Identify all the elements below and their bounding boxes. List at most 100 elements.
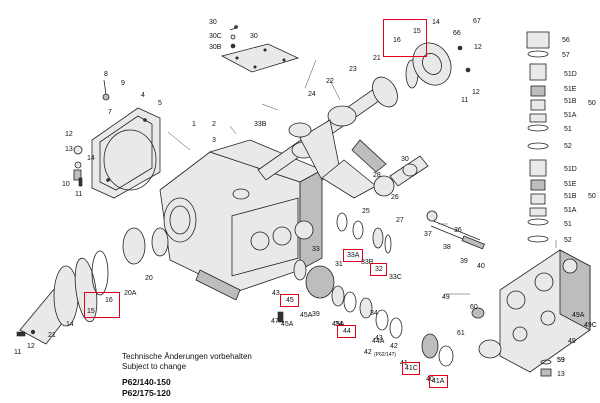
part-label: 51B — [564, 98, 577, 105]
part-label: 7 — [108, 109, 112, 116]
part-label: 11 — [461, 97, 469, 104]
part-label: 1 — [192, 121, 196, 128]
part-label: 60 — [470, 304, 478, 311]
highlight-box-33a: 33A — [343, 249, 363, 262]
notes-changes-en: Subject to change — [122, 362, 187, 371]
part-label: 12 — [474, 44, 482, 51]
part-label: 33B — [254, 121, 267, 128]
part-label: 30 — [209, 19, 217, 26]
part-label: 59 — [557, 357, 565, 364]
part-label: 67 — [473, 18, 481, 25]
part-label: 51 — [564, 126, 572, 133]
part-label: 12 — [472, 89, 480, 96]
part-label: 49C — [584, 322, 597, 329]
part-label: 45A — [300, 312, 313, 319]
part-label: 45A — [281, 321, 294, 328]
part-label: 56 — [562, 37, 570, 44]
part-label: 27 — [396, 217, 404, 224]
part-label: 3 — [212, 137, 216, 144]
part-label: 20A — [124, 290, 137, 297]
part-label: 14 — [66, 321, 74, 328]
part-label: 50 — [588, 100, 596, 107]
part-label: 2 — [212, 121, 216, 128]
part-label: 51B — [564, 193, 577, 200]
highlight-label-44: 44 — [343, 328, 351, 335]
highlight-label-15: 15 — [87, 308, 95, 315]
highlight-label-15: 15 — [413, 28, 421, 35]
highlight-box-15-16-bottom: 16 15 — [84, 292, 120, 318]
part-label: 12 — [27, 343, 35, 350]
part-label: 30 — [401, 156, 409, 163]
part-label: 26 — [391, 194, 399, 201]
highlight-label-32: 32 — [375, 266, 383, 273]
part-label: 51E — [564, 181, 577, 188]
part-label: 30 — [250, 33, 258, 40]
part-label: 12 — [65, 131, 73, 138]
part-label: 42 — [364, 349, 372, 356]
notes-changes-de: Technische Änderungen vorbehalten — [122, 352, 252, 361]
oil-cover — [91, 107, 161, 199]
part-label: 40 — [477, 263, 485, 270]
part-label: 30C — [209, 33, 222, 40]
part-label: 42 — [390, 343, 398, 350]
part-label: 23 — [349, 66, 357, 73]
part-label: 33C — [389, 274, 402, 281]
part-label: 57 — [562, 52, 570, 59]
highlight-box-41c: 41C — [402, 362, 420, 375]
part-label: 20 — [145, 275, 153, 282]
part-label: 39 — [312, 311, 320, 318]
part-label: 34 — [370, 310, 378, 317]
part-label: 47 — [271, 318, 279, 325]
part-label: 31 — [335, 261, 343, 268]
part-label: 21 — [48, 332, 56, 339]
part-label: 43 — [375, 335, 383, 342]
part-label: 43 — [272, 290, 280, 297]
part-label: 9 — [121, 80, 125, 87]
cover-plate-30 — [220, 43, 300, 73]
highlight-label-41a: 41A — [432, 378, 445, 385]
highlight-box-45: 45 — [280, 294, 299, 307]
part-label: 8 — [104, 71, 108, 78]
part-label: 13 — [65, 146, 73, 153]
part-label: 21 — [373, 55, 381, 62]
model-number: P62/175-120 — [122, 388, 171, 398]
part-label: 25 — [362, 208, 370, 215]
part-label: 28 — [373, 172, 381, 179]
part-label: 41 — [400, 360, 408, 367]
part-label: 33 — [312, 246, 320, 253]
sub-note-45a: (P62/14?) — [374, 352, 396, 358]
part-label: 61 — [457, 330, 465, 337]
part-label: 59 — [557, 357, 565, 364]
part-label: 13 — [557, 371, 565, 378]
part-label: 33B — [361, 259, 374, 266]
part-label: 49A — [572, 312, 585, 319]
part-label: 38 — [443, 244, 451, 251]
part-label: 49 — [442, 294, 450, 301]
highlight-label-16: 16 — [105, 297, 113, 304]
part-label: 11 — [14, 349, 22, 356]
highlight-box-41a: 41A — [429, 375, 448, 388]
part-label: 45A — [332, 321, 345, 328]
valve-stack — [526, 31, 550, 49]
part-label: 50 — [588, 193, 596, 200]
part-label: 34 — [335, 321, 343, 328]
part-label: 51D — [564, 166, 577, 173]
part-label: 52 — [564, 237, 572, 244]
model-number: P62/140-150 — [122, 377, 171, 387]
part-label: 51A — [564, 112, 577, 119]
part-label: 44A — [372, 338, 385, 345]
part-label: 51 — [564, 221, 572, 228]
part-label: 14 — [432, 19, 440, 26]
part-label: 24 — [308, 91, 316, 98]
part-label: 5 — [158, 100, 162, 107]
part-label: 51A — [564, 207, 577, 214]
part-label: 36 — [454, 227, 462, 234]
part-label: 66 — [453, 30, 461, 37]
part-label: 37 — [424, 231, 432, 238]
highlight-box-32: 32 — [370, 263, 387, 276]
part-label: 11 — [75, 191, 83, 198]
highlight-label-33a: 33A — [347, 252, 360, 259]
part-label: 39 — [460, 258, 468, 265]
part-label: 22 — [326, 78, 334, 85]
